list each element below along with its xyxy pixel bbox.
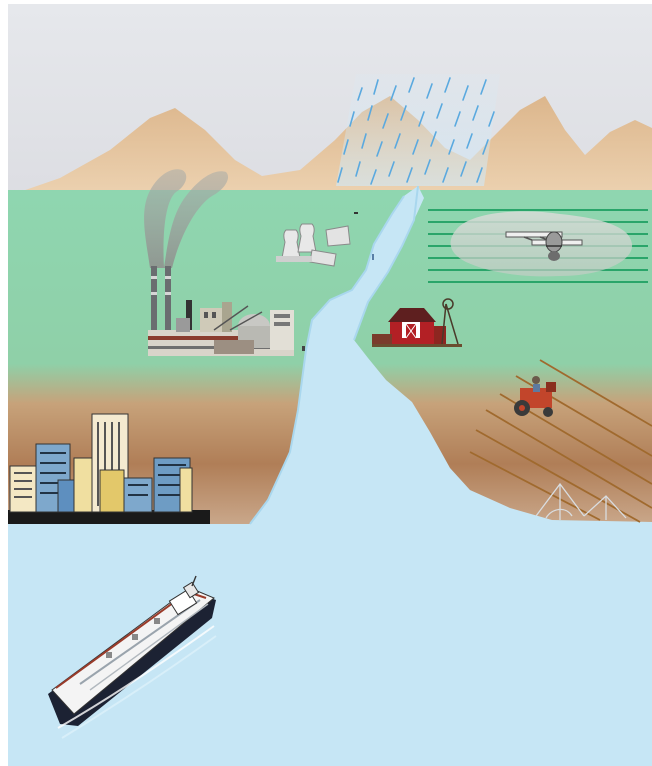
factory-smokestacks-icon (148, 266, 294, 356)
tractor-icon (514, 376, 556, 417)
rain-cloud-icon (336, 74, 500, 186)
city-skyline-icon (8, 413, 210, 524)
crop-duster-airplane-icon (505, 231, 583, 261)
river-icon (249, 185, 419, 525)
power-plant-cooling-towers-icon (276, 223, 351, 267)
debris-marks (302, 212, 374, 351)
left-frame-strip (0, 0, 8, 766)
oil-tanker-ship-icon (48, 575, 217, 739)
smoke-plume-icon (144, 169, 229, 268)
barn-windmill-icon (372, 298, 462, 347)
irrigation-sprinklers-icon (535, 482, 627, 520)
